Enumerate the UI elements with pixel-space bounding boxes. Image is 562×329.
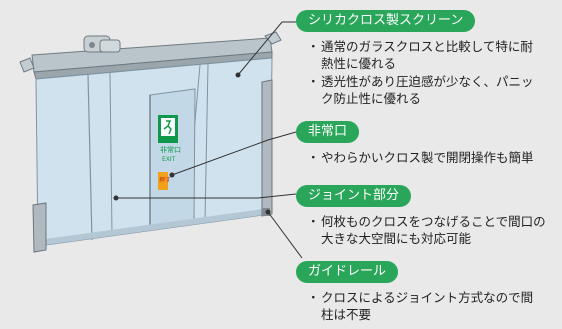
list-item: 通常のガラスクロスと比較して特に耐熱性に優れる bbox=[307, 38, 537, 72]
leader-lines bbox=[113, 21, 303, 259]
exit-sign-illustration: 非常口 EXIT 押す bbox=[158, 115, 181, 190]
list-item: クロスによるジョイント方式なので間柱は不要 bbox=[307, 289, 537, 323]
push-sticker-text: 押す bbox=[159, 176, 171, 184]
joint-bullets: 何枚ものクロスをつなげることで間口の大きな大空間にも対応可能 bbox=[307, 213, 557, 248]
cloth-screen bbox=[35, 57, 273, 247]
top-roller bbox=[19, 31, 282, 80]
list-item: やわらかいクロス製で開閉操作も簡単 bbox=[307, 149, 537, 166]
exit-sign-subtext: EXIT bbox=[162, 156, 176, 163]
list-item: 透光性があり圧迫感が少なく、パニック防止性に優れる bbox=[307, 73, 537, 107]
screen-bullets: 通常のガラスクロスと比較して特に耐熱性に優れる 透光性があり圧迫感が少なく、パニ… bbox=[307, 38, 537, 108]
joint-label: ジョイント部分 bbox=[296, 185, 412, 207]
exit-label: 非常口 bbox=[296, 121, 360, 143]
exit-bullets: やわらかいクロス製で開閉操作も簡単 bbox=[307, 149, 537, 167]
exit-sign-text: 非常口 bbox=[160, 145, 181, 154]
rail-bullets: クロスによるジョイント方式なので間柱は不要 bbox=[307, 289, 537, 324]
rail-label: ガイドレール bbox=[296, 261, 399, 283]
list-item: 何枚ものクロスをつなげることで間口の大きな大空間にも対応可能 bbox=[307, 213, 557, 247]
screen-label: シリカクロス製スクリーン bbox=[296, 10, 476, 32]
